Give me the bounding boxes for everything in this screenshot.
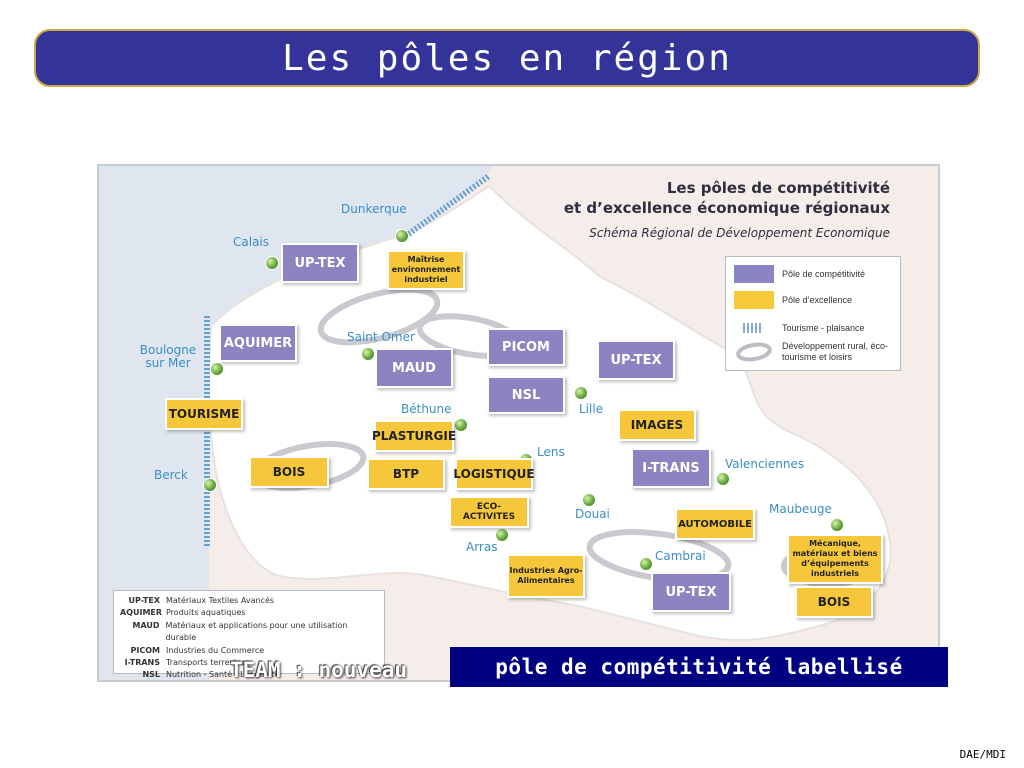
city-label: Douai	[575, 507, 610, 521]
purple-swatch	[734, 265, 774, 283]
announcement-banner: pôle de compétitivité labellisé	[450, 647, 948, 687]
city-marker-icon	[582, 493, 596, 507]
city-marker-icon	[361, 347, 375, 361]
city-label: Boulogne sur Mer	[139, 343, 197, 370]
city-label: Béthune	[401, 402, 452, 416]
pole-btp: BTP	[367, 458, 445, 490]
yellow-swatch	[734, 291, 774, 309]
city-label: Maubeuge	[769, 502, 832, 516]
slide-footer: DAE/MDI	[959, 748, 1006, 761]
pole-images: IMAGES	[618, 409, 696, 441]
city-marker-icon	[395, 229, 409, 243]
city-label: Arras	[466, 540, 498, 554]
legend-item: Pôle d’excellence	[734, 291, 852, 309]
pole-uptex-cambrai: UP-TEX	[651, 572, 731, 612]
announcement-prefix: TEAM : nouveau	[230, 658, 408, 682]
map-subtitle: Schéma Régional de Développement Economi…	[589, 226, 890, 240]
pole-maud: MAUD	[375, 348, 453, 388]
city-label: Lille	[579, 402, 604, 416]
city-marker-icon	[203, 478, 217, 492]
city-label: Valenciennes	[725, 457, 805, 471]
city-marker-icon	[495, 528, 509, 542]
city-label: Cambrai	[655, 549, 706, 563]
city-marker-icon	[830, 518, 844, 532]
city-marker-icon	[265, 256, 279, 270]
pole-itrans: I-TRANS	[631, 448, 711, 488]
map-legend: Pôle de compétitivité Pôle d’excellence …	[725, 256, 901, 371]
slide-title-bar: Les pôles en région	[34, 29, 980, 87]
legend-item: Tourisme - plaisance	[734, 319, 865, 337]
city-marker-icon	[574, 386, 588, 400]
legend-item: Développement rural, éco-tourisme et loi…	[734, 341, 892, 363]
pole-industries-agro: Industries Agro-Alimentaires	[507, 554, 585, 598]
region-map: Les pôles de compétitivité et d’excellen…	[97, 164, 940, 682]
pole-mecanique: Mécanique, matériaux et biens d’équipeme…	[787, 534, 883, 584]
city-label: Calais	[233, 235, 270, 249]
announcement-highlight: pôle de compétitivité labellisé	[495, 655, 903, 679]
pole-eco-activites: ECO-ACTIVITES	[449, 496, 529, 528]
city-marker-icon	[454, 418, 468, 432]
rural-swirl-icon	[736, 342, 772, 362]
city-label: Saint Omer	[347, 330, 415, 344]
pole-automobile: AUTOMOBILE	[675, 508, 755, 540]
tourism-hatch-icon	[743, 323, 761, 333]
city-marker-icon	[210, 362, 224, 376]
pole-picom: PICOM	[487, 328, 565, 366]
slide-title: Les pôles en région	[282, 37, 732, 79]
city-label: Berck	[154, 468, 188, 482]
pole-logistique: LOGISTIQUE	[453, 458, 535, 490]
city-marker-icon	[716, 472, 730, 486]
pole-maitrise-environnement: Maîtrise environnement industriel	[387, 250, 465, 290]
legend-item: Pôle de compétitivité	[734, 265, 865, 283]
pole-uptex-calais: UP-TEX	[281, 243, 359, 283]
city-marker-icon	[639, 557, 653, 571]
map-title: Les pôles de compétitivité et d’excellen…	[563, 179, 890, 217]
city-label: Dunkerque	[341, 202, 407, 216]
city-label: Lens	[537, 445, 565, 459]
pole-plasturgie: PLASTURGIE	[372, 420, 456, 452]
pole-uptex-lille: UP-TEX	[597, 340, 675, 380]
pole-aquimer: AQUIMER	[219, 324, 297, 362]
pole-bois-east: BOIS	[795, 586, 873, 618]
pole-bois-west: BOIS	[249, 456, 329, 488]
pole-nsl: NSL	[487, 376, 565, 414]
pole-tourisme: TOURISME	[165, 398, 243, 430]
